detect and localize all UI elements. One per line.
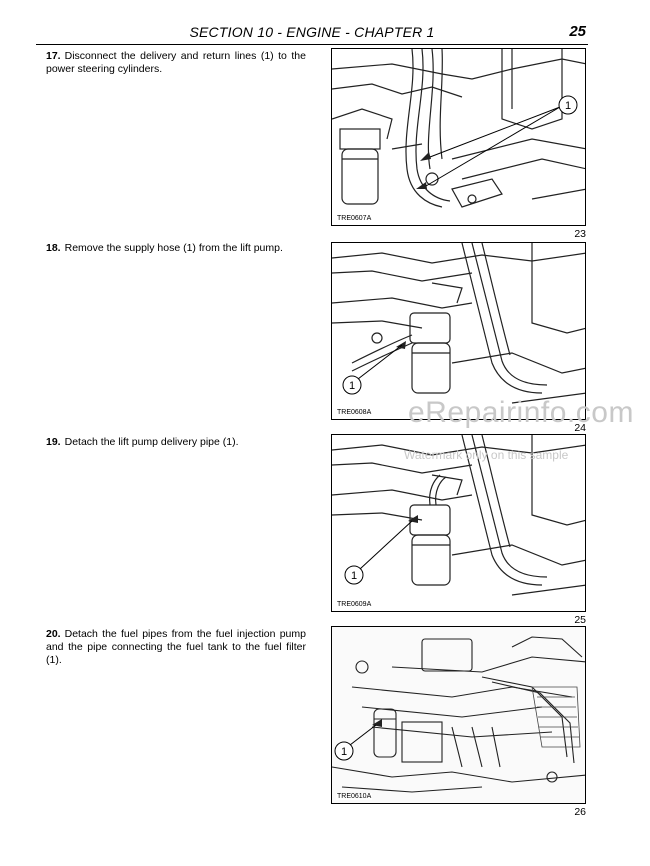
figure-code: TRE0609A [336, 601, 373, 608]
engine-drawing: 1 [332, 49, 585, 208]
figure-code: TRE0607A [336, 215, 373, 222]
step-19: 19.Detach the lift pump delivery pipe (1… [46, 436, 306, 449]
step-20: 20.Detach the fuel pipes from the fuel i… [46, 628, 306, 667]
step-text: Disconnect the delivery and return lines… [46, 50, 306, 75]
watermark: eRepairinfo.com [408, 396, 634, 429]
callout-label: 1 [349, 380, 355, 392]
engine-drawing: 1 [332, 627, 585, 803]
page-header: SECTION 10 - ENGINE - CHAPTER 1 25 [36, 23, 588, 48]
figure-number: 24 [574, 422, 586, 434]
engine-drawing: 1 [332, 435, 585, 596]
header-rule [36, 44, 588, 45]
section-title: SECTION 10 - ENGINE - CHAPTER 1 [189, 24, 435, 40]
step-18: 18.Remove the supply hose (1) from the l… [46, 242, 306, 255]
step-text: Detach the lift pump delivery pipe (1). [64, 436, 239, 448]
figure-number: 23 [574, 228, 586, 240]
step-number: 19. [46, 436, 61, 448]
callout-label: 1 [341, 746, 347, 758]
figure-23-illustration: 1 TRE0607A [331, 48, 586, 226]
callout-label: 1 [351, 570, 357, 582]
watermark-subtext: Watermark only on this sample [404, 448, 569, 462]
callout-circle [342, 375, 362, 395]
figure-number: 26 [574, 806, 586, 818]
figure-24-illustration: 1 TRE0608A [331, 242, 586, 420]
step-text: Detach the fuel pipes from the fuel inje… [46, 628, 306, 666]
step-number: 17. [46, 50, 61, 62]
step-text: Remove the supply hose (1) from the lift… [64, 242, 283, 254]
figure-number: 25 [574, 614, 586, 626]
callout-label: 1 [565, 100, 571, 112]
callout-circle [558, 95, 578, 115]
step-number: 20. [46, 628, 61, 640]
figure-code: TRE0610A [336, 793, 373, 800]
page-number: 25 [569, 23, 586, 40]
figure-25-illustration: 1 TRE0609A [331, 434, 586, 612]
callout-circle [334, 741, 354, 761]
step-17: 17.Disconnect the delivery and return li… [46, 50, 306, 76]
step-number: 18. [46, 242, 61, 254]
figure-26-illustration: 1 TRE0610A [331, 626, 586, 804]
engine-drawing: 1 [332, 243, 585, 404]
figure-code: TRE0608A [336, 409, 373, 416]
callout-circle [344, 565, 364, 585]
